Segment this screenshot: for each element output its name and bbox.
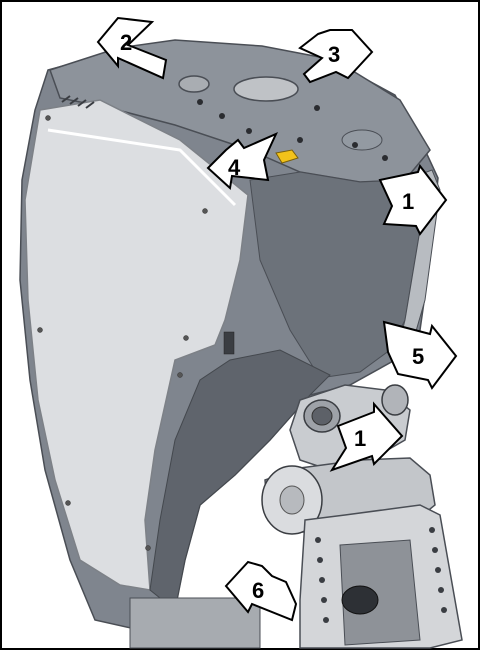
callout-6-marker [224,560,298,622]
callout-3: 3 [298,29,374,84]
lower-leg [129,597,261,649]
callout-5: 5 [382,320,458,390]
top-cap-large [233,76,299,102]
callout-5-marker [382,320,458,390]
callout-4: 4 [206,132,279,190]
callout-3-label: 3 [328,42,340,67]
callout-2-label: 2 [120,30,132,55]
callout-1-upper-label: 1 [402,189,414,214]
callout-1-lower: 1 [329,401,404,472]
cowl-side-panel [24,99,249,591]
callout-5-label: 5 [412,344,424,369]
callout-2: 2 [96,16,168,80]
callout-3-marker [298,29,374,84]
callout-6-label: 6 [252,578,264,603]
panel-crease [47,128,237,207]
side-badge [223,331,235,355]
bracket-ring-inner [311,406,333,426]
callout-4-marker [206,132,279,190]
callout-1-upper-marker [378,163,448,236]
top-cap-small [178,75,210,93]
callout-1-lower-marker [329,401,404,472]
callout-1-lower-label: 1 [354,426,366,451]
engine-cowl [19,39,441,631]
callout-1-upper: 1 [378,163,448,236]
callout-4-label: 4 [228,155,241,180]
panel-screws [37,115,208,551]
bracket-ring-right [381,384,409,416]
top-vent [61,95,95,109]
callout-6: 6 [224,560,298,622]
tilt-cylinder-hub [279,485,305,515]
callout-2-marker [96,16,168,80]
trim-motor [341,585,379,615]
cowl-lower-seam [149,349,331,611]
clamp-inner-cut [339,539,421,646]
cowl-latch [275,149,299,164]
callouts: 2 3 4 1 5 1 6 [96,16,458,622]
top-cap-right [341,129,383,151]
clamp-holes [315,527,447,623]
mounting-bracket [129,384,463,649]
